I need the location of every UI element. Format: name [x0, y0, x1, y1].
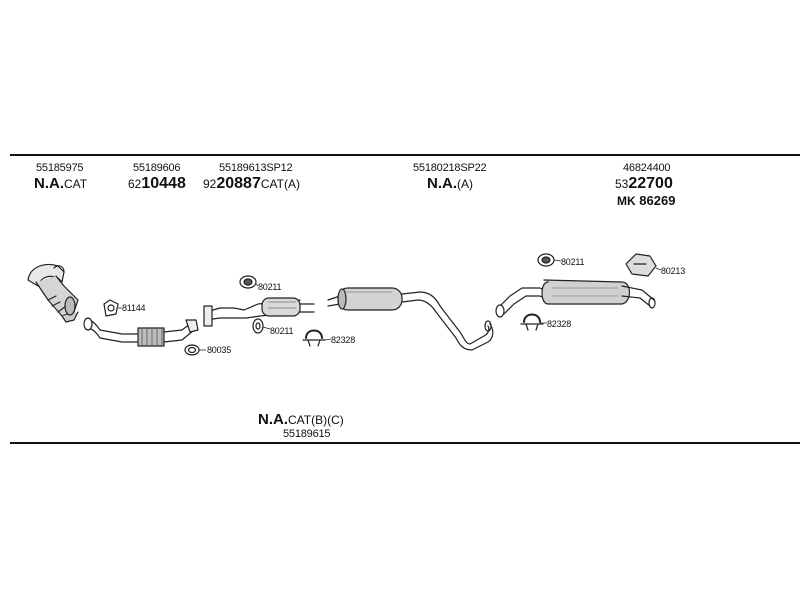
- col2-number: 10448: [141, 175, 186, 192]
- rubber-mount-80213-icon: [625, 253, 657, 277]
- col4-label: N.A.(A): [427, 176, 473, 192]
- callout-80211-c: 80211: [561, 257, 585, 267]
- callout-80211-a: 80211: [258, 282, 282, 292]
- col4-na: N.A.: [427, 175, 457, 192]
- bottom-divider: [10, 442, 800, 444]
- bottom-label: N.A.CAT(B)(C): [258, 412, 344, 428]
- bottom-part-no: 55189615: [283, 428, 331, 440]
- callout-80213: 80213: [661, 266, 686, 276]
- part-no-col3: 55189613SP12: [219, 162, 293, 174]
- callout-82328-b: 82328: [547, 319, 572, 329]
- col2-prefix: 62: [128, 177, 142, 191]
- front-pipe-part: [83, 317, 199, 347]
- clamp-80211-a-icon: [239, 275, 257, 289]
- catalytic-converter-part: [27, 263, 79, 323]
- col3-prefix: 92: [203, 177, 217, 191]
- clamp-82328-a-icon: [302, 329, 326, 347]
- col1-na: N.A.: [34, 175, 64, 192]
- callout-80035: 80035: [207, 345, 232, 355]
- col1-suffix: CAT: [64, 177, 88, 191]
- gasket-80035-icon: [184, 344, 200, 356]
- col5-number: 22700: [628, 175, 673, 192]
- bottom-suffix: CAT(B)(C): [288, 413, 344, 427]
- part-no-col1: 55185975: [36, 162, 84, 174]
- col2-label: 6210448: [128, 176, 186, 192]
- bottom-na: N.A.: [258, 411, 288, 428]
- col3-label: 9220887CAT(A): [203, 176, 300, 192]
- col4-suffix: (A): [457, 177, 473, 191]
- col5-mk-prefix: MK: [617, 194, 636, 208]
- callout-82328-a: 82328: [331, 335, 356, 345]
- middle-silencer-part: [327, 287, 494, 351]
- col3-number: 20887: [216, 175, 261, 192]
- col1-label: N.A.CAT: [34, 176, 87, 192]
- col5-mk-label: MK 86269: [617, 193, 675, 209]
- part-no-col5: 46824400: [623, 162, 671, 174]
- part-no-col4: 55180218SP22: [413, 162, 487, 174]
- part-no-col2: 55189606: [133, 162, 181, 174]
- col5-label: 5322700: [615, 176, 673, 192]
- callout-80211-b: 80211: [270, 326, 294, 336]
- col5-mk-number: 86269: [639, 193, 676, 208]
- gasket-81144-icon: [103, 299, 119, 317]
- intermediate-catalyst-part: [203, 297, 315, 334]
- col3-suffix: CAT(A): [260, 177, 300, 191]
- rear-silencer-part: [495, 279, 656, 318]
- callout-81144: 81144: [122, 303, 146, 313]
- clamp-80211-c-icon: [537, 253, 555, 267]
- top-divider: [10, 154, 800, 156]
- clamp-82328-b-icon: [520, 313, 544, 331]
- col5-prefix: 53: [615, 177, 629, 191]
